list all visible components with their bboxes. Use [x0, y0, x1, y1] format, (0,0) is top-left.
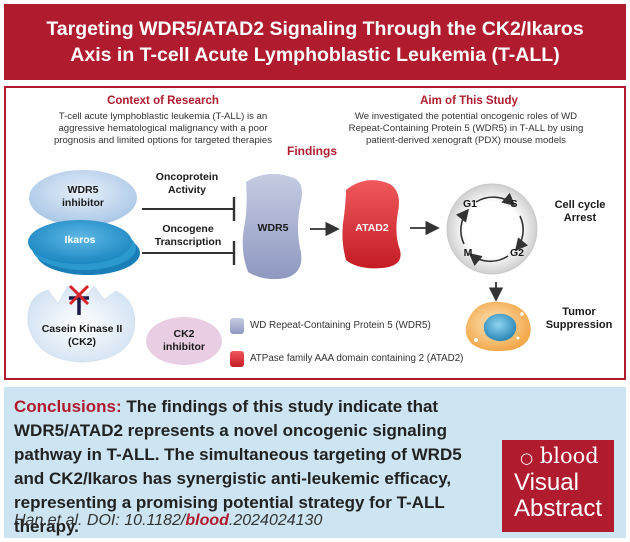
title-banner: Targeting WDR5/ATAD2 Signaling Through t…: [4, 4, 626, 80]
oncogene-line-2: Transcription: [154, 236, 222, 248]
cell-cycle-line-1: Cell cycle: [554, 199, 606, 211]
logo-brand-text: blood: [539, 444, 599, 468]
wdr5-shape: [242, 173, 302, 280]
context-heading: Context of Research: [107, 95, 219, 107]
context-text: T-cell acute lymphoblastic leukemia (T-A…: [16, 111, 310, 147]
ck2-inhibitor-line-1: CK2: [173, 328, 195, 340]
aim-line-3: patient-derived xenograft (PDX) mouse mo…: [366, 135, 566, 146]
phase-g1: G1: [462, 198, 477, 210]
logo-line-2: Abstract: [514, 495, 603, 522]
ck2-line-2: (CK2): [68, 336, 96, 348]
oncogene-line-1: Oncogene: [162, 223, 214, 235]
citation-prefix: Han et al. DOI: 10.1182/: [14, 512, 186, 529]
legend-atad2-swatch: [230, 351, 244, 367]
phase-s: S: [510, 198, 518, 210]
legend-wdr5-text: WD Repeat-Containing Protein 5 (WDR5): [250, 320, 431, 331]
inhibition-symbol: [69, 296, 89, 315]
logo-brand: ○ blood: [520, 444, 599, 468]
context-line-2: aggressive hematological malignancy with…: [58, 123, 268, 134]
ck2-inhibitor-line-2: inhibitor: [163, 341, 205, 353]
blood-visual-abstract-logo: ○ blood Visual Abstract: [502, 440, 614, 532]
citation-suffix: .2024024130: [228, 512, 323, 529]
legend-wdr5-swatch: [230, 318, 244, 334]
context-line-1: T-cell acute lymphoblastic leukemia (T-A…: [58, 111, 268, 122]
ikaros-label: Ikaros: [64, 234, 96, 246]
inhibit-line-top: [142, 197, 236, 221]
legend-atad2-text: ATPase family AAA domain containing 2 (A…: [250, 353, 464, 364]
oncogene-label: Oncogene Transcription: [140, 223, 236, 249]
wdr5-inhibitor-shape: [29, 170, 137, 226]
wdr5-inhibitor-line-2: inhibitor: [62, 197, 104, 209]
oncoprotein-label: Oncoprotein Activity: [142, 171, 232, 197]
atad2-label: ATAD2: [355, 222, 389, 234]
ck2-label: Casein Kinase II (CK2): [28, 323, 136, 349]
tumor-cell-icon: [465, 301, 531, 352]
citation-journal: blood: [185, 512, 229, 529]
cell-cycle-ring: [446, 183, 538, 275]
title-line-1: Targeting WDR5/ATAD2 Signaling Through t…: [46, 18, 584, 40]
tumor-line-1: Tumor: [562, 306, 596, 318]
atad2-shape: [342, 180, 401, 269]
cell-cycle-line-2: Arrest: [563, 212, 597, 224]
oncoprotein-line-1: Oncoprotein: [155, 171, 219, 183]
findings-heading: Findings: [287, 144, 337, 158]
ck2-inhibitor-label: CK2 inhibitor: [146, 328, 222, 354]
wdr5-inhibitor-line-1: WDR5: [67, 184, 99, 196]
red-x-icon: [68, 284, 90, 306]
conclusions-text: The findings of this study indicate that…: [14, 397, 462, 536]
ikaros-shape: [28, 220, 140, 275]
inhibit-line-bottom: [142, 241, 236, 265]
aim-text: We investigated the potential oncogenic …: [311, 111, 621, 147]
phase-g2: G2: [509, 247, 524, 259]
ck2-shape: [27, 285, 136, 363]
aim-line-2: Repeat-Containing Protein 5 (WDR5) in T-…: [348, 123, 584, 134]
wdr5-inhibitor-label: WDR5 inhibitor: [36, 184, 130, 210]
cell-cycle-arrest-label: Cell cycle Arrest: [544, 199, 616, 225]
drop-icon: ○: [520, 449, 534, 467]
logo-line-1: Visual: [514, 469, 579, 496]
aim-heading: Aim of This Study: [420, 95, 518, 107]
citation: Han et al. DOI: 10.1182/blood.2024024130: [14, 512, 322, 530]
findings-panel: Context of Research T-cell acute lymphob…: [4, 86, 626, 380]
wdr5-label: WDR5: [257, 222, 289, 234]
aim-line-1: We investigated the potential oncogenic …: [354, 111, 578, 122]
oncoprotein-line-2: Activity: [168, 184, 206, 196]
conclusions-text-block: Conclusions: The findings of this study …: [14, 395, 494, 539]
pathway-diagram: [27, 170, 538, 365]
ck2-inhibitor-shape: [146, 317, 222, 365]
phase-m: M: [463, 247, 473, 259]
title-line-2: Axis in T-cell Acute Lymphoblastic Leuke…: [70, 44, 560, 66]
conclusions-heading: Conclusions:: [14, 397, 122, 416]
tumor-suppression-label: Tumor Suppression: [538, 306, 620, 332]
context-line-3: prognosis and limited options for target…: [53, 135, 273, 146]
ck2-line-1: Casein Kinase II: [41, 323, 123, 335]
tumor-line-2: Suppression: [545, 319, 613, 331]
